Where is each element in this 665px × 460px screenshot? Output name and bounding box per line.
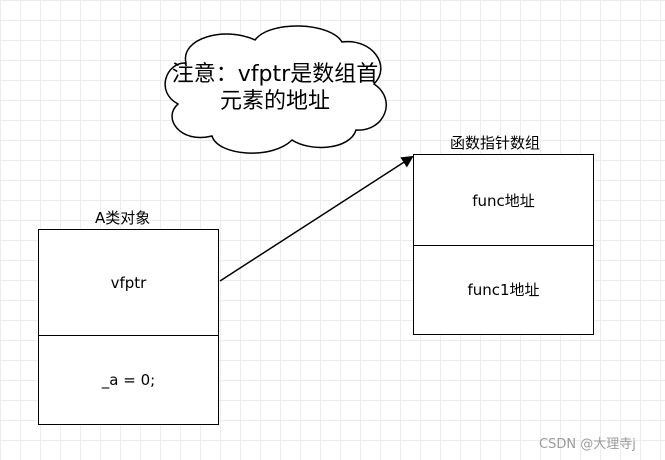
note-cloud-shape bbox=[164, 25, 387, 154]
object-a-title: A类对象 bbox=[95, 209, 151, 227]
note-line-1: 注意：vfptr是数组首 bbox=[171, 62, 379, 87]
func-array-title: 函数指针数组 bbox=[450, 134, 541, 152]
note-text: 注意：vfptr是数组首 元素的地址 bbox=[150, 61, 400, 115]
object-a-box: vfptr _a = 0; bbox=[38, 229, 219, 425]
func-array-divider bbox=[414, 245, 593, 246]
csdn-watermark: CSDN @大理寺j bbox=[539, 437, 636, 452]
pointer-arrow bbox=[219, 155, 414, 282]
func-array-box: func地址 func1地址 bbox=[413, 154, 594, 335]
func-array-cell-1: func1地址 bbox=[467, 281, 540, 299]
object-a-cell-vfptr: vfptr bbox=[110, 273, 147, 292]
note-line-2: 元素的地址 bbox=[219, 89, 330, 114]
object-a-divider bbox=[39, 335, 218, 336]
object-a-cell-member: _a = 0; bbox=[101, 370, 156, 389]
func-array-cell-0: func地址 bbox=[472, 191, 535, 210]
